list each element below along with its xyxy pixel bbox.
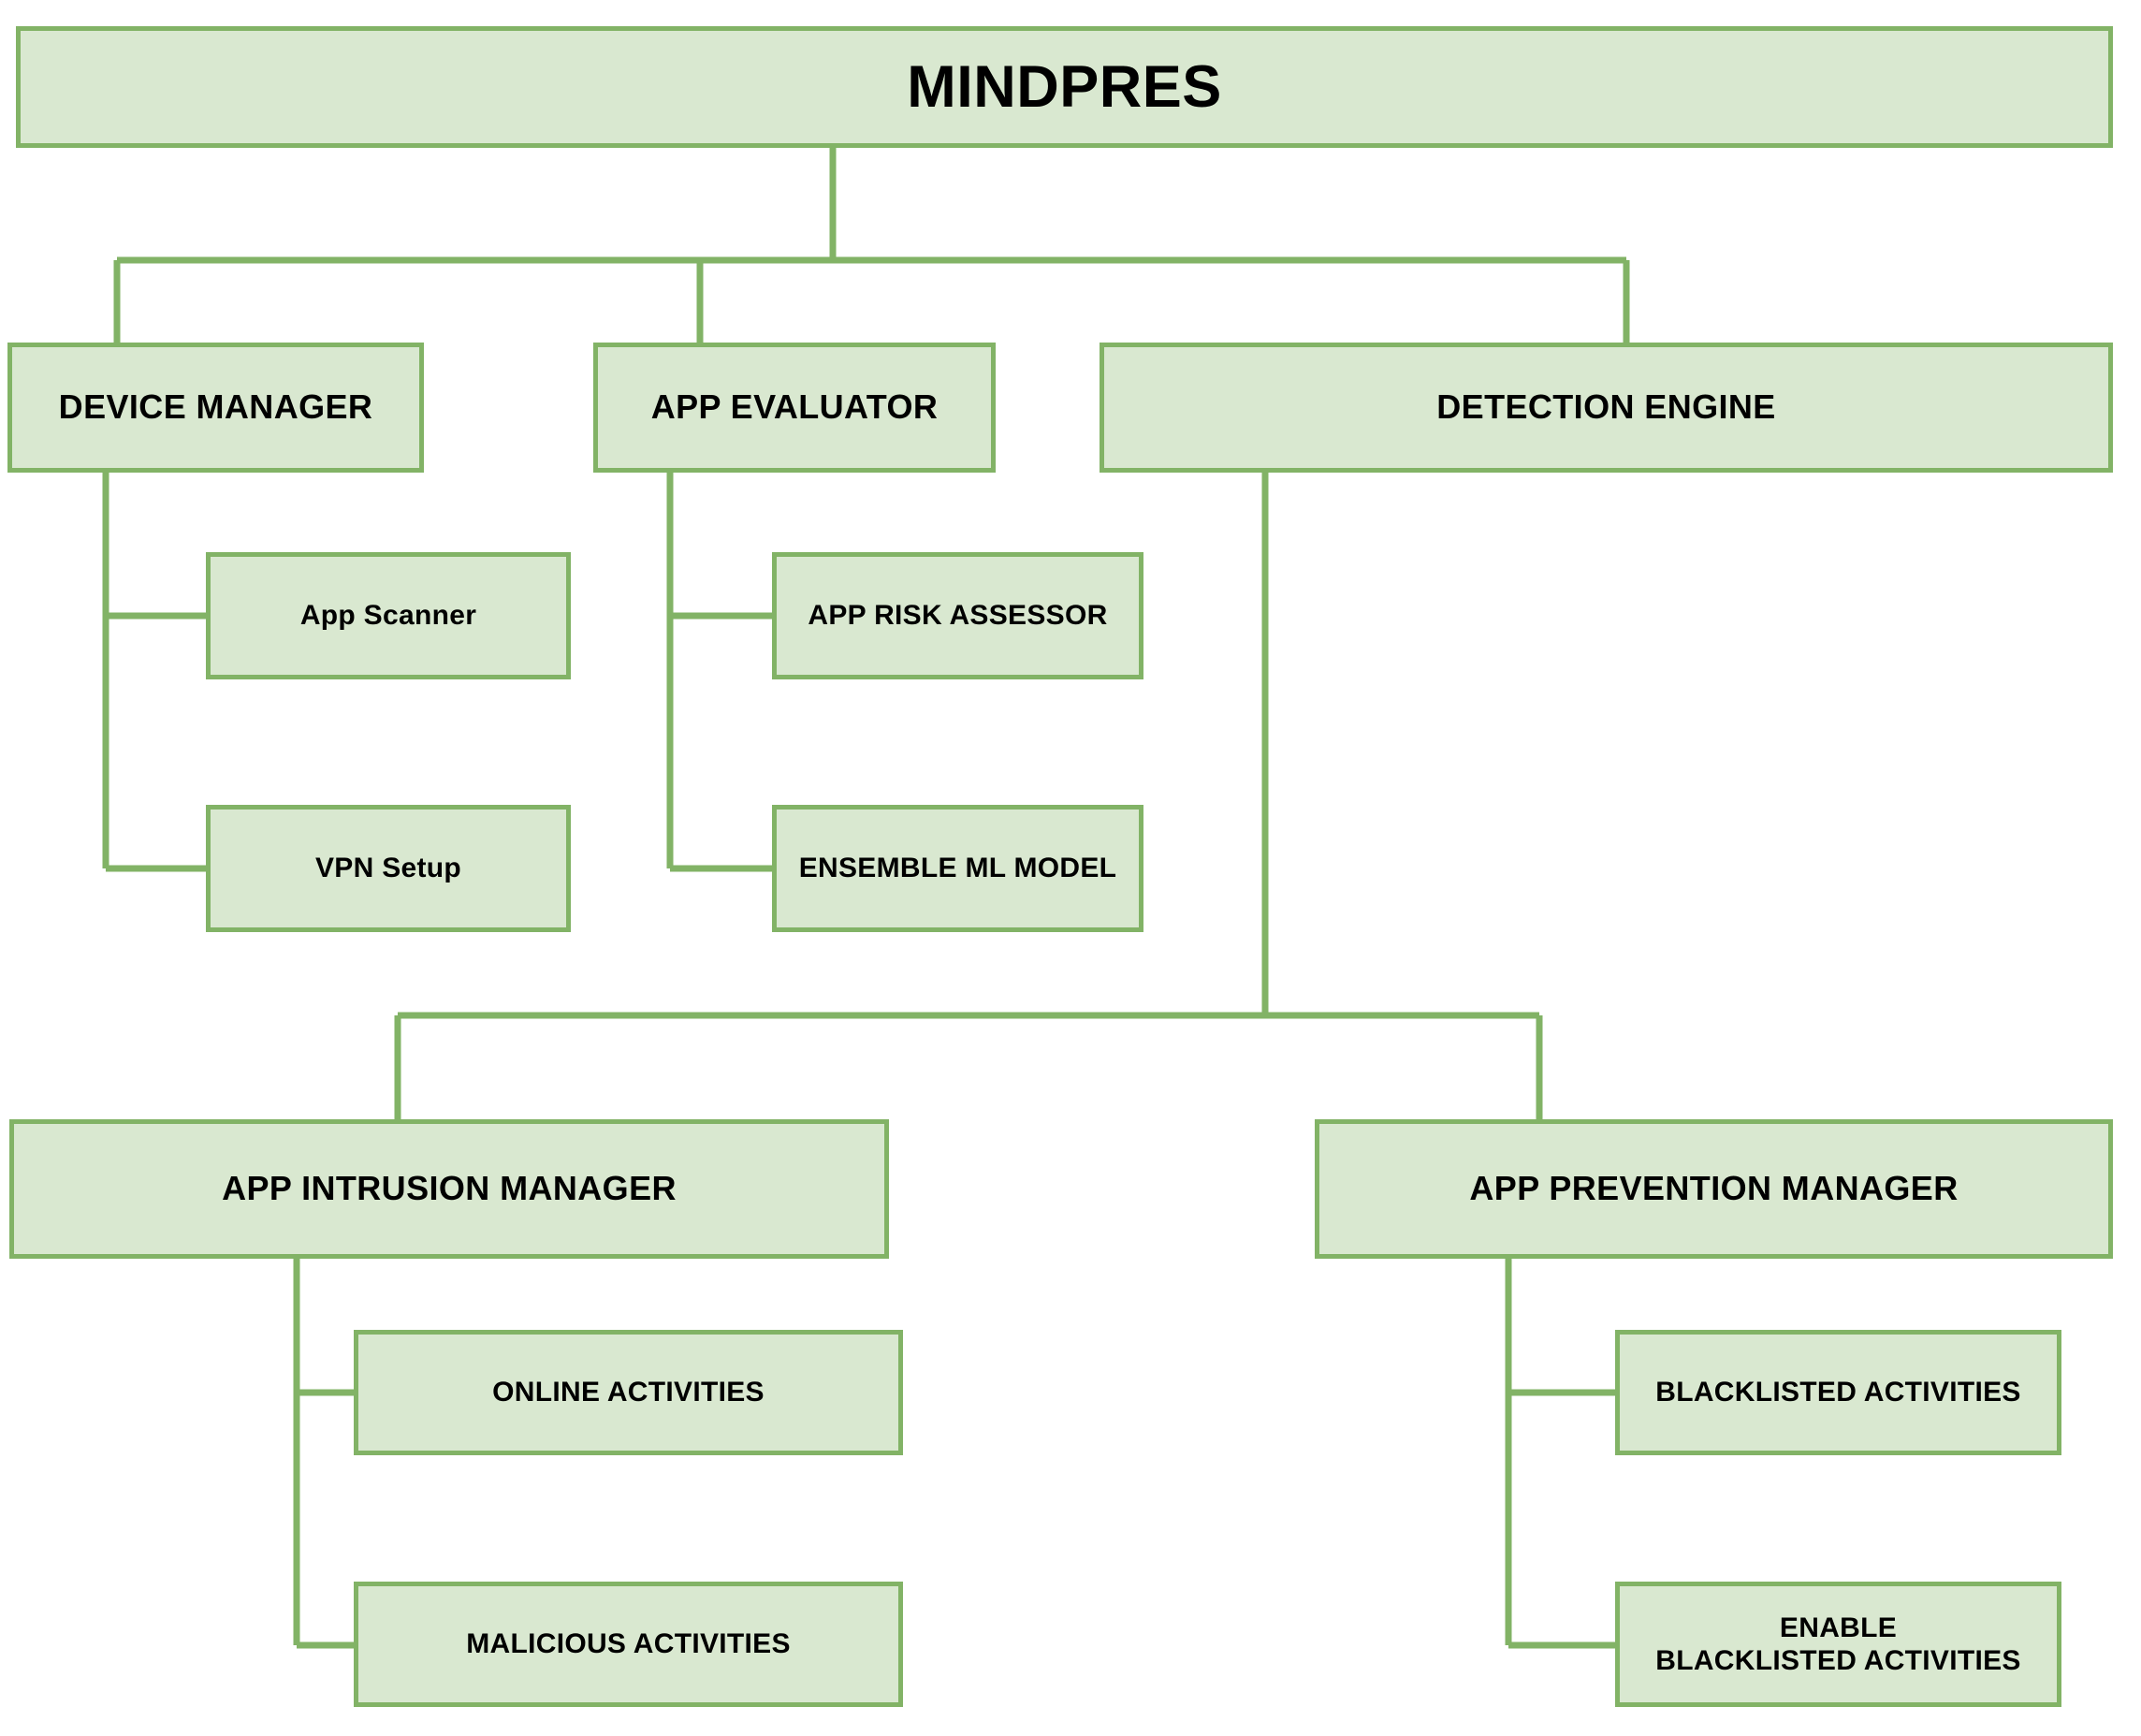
node-vpn-setup-label: VPN Setup	[314, 853, 462, 884]
node-malicious-activities-label: MALICIOUS ACTIVITIES	[466, 1628, 791, 1660]
node-mindpres-label: MINDPRES	[907, 53, 1222, 120]
node-app-evaluator[interactable]: APP EVALUATOR	[593, 343, 996, 473]
node-detection-engine-label: DETECTION ENGINE	[1436, 387, 1776, 427]
node-app-prevention-manager[interactable]: APP PREVENTION MANAGER	[1315, 1119, 2113, 1259]
node-enable-blacklisted-activities-label: ENABLE BLACKLISTED ACTIVITIES	[1655, 1612, 2021, 1676]
node-app-intrusion-manager-label: APP INTRUSION MANAGER	[222, 1169, 677, 1208]
node-blacklisted-activities[interactable]: BLACKLISTED ACTIVITIES	[1615, 1330, 2061, 1455]
node-blacklisted-activities-label: BLACKLISTED ACTIVITIES	[1655, 1377, 2021, 1408]
node-app-risk-assessor[interactable]: APP RISK ASSESSOR	[772, 552, 1143, 679]
node-app-prevention-manager-label: APP PREVENTION MANAGER	[1469, 1169, 1959, 1208]
node-app-scanner[interactable]: App Scanner	[206, 552, 571, 679]
node-app-risk-assessor-label: APP RISK ASSESSOR	[808, 600, 1108, 632]
node-app-evaluator-label: APP EVALUATOR	[650, 387, 939, 427]
node-malicious-activities[interactable]: MALICIOUS ACTIVITIES	[354, 1582, 903, 1707]
node-app-scanner-label: App Scanner	[299, 600, 477, 632]
node-device-manager[interactable]: DEVICE MANAGER	[7, 343, 424, 473]
node-online-activities-label: ONLINE ACTIVITIES	[492, 1377, 765, 1408]
node-device-manager-label: DEVICE MANAGER	[58, 387, 373, 427]
node-app-intrusion-manager[interactable]: APP INTRUSION MANAGER	[9, 1119, 889, 1259]
node-ensemble-ml-model-label: ENSEMBLE ML MODEL	[798, 853, 1117, 884]
node-vpn-setup[interactable]: VPN Setup	[206, 805, 571, 932]
node-mindpres[interactable]: MINDPRES	[16, 26, 2113, 148]
node-ensemble-ml-model[interactable]: ENSEMBLE ML MODEL	[772, 805, 1143, 932]
node-enable-blacklisted-activities[interactable]: ENABLE BLACKLISTED ACTIVITIES	[1615, 1582, 2061, 1707]
node-detection-engine[interactable]: DETECTION ENGINE	[1100, 343, 2113, 473]
node-online-activities[interactable]: ONLINE ACTIVITIES	[354, 1330, 903, 1455]
